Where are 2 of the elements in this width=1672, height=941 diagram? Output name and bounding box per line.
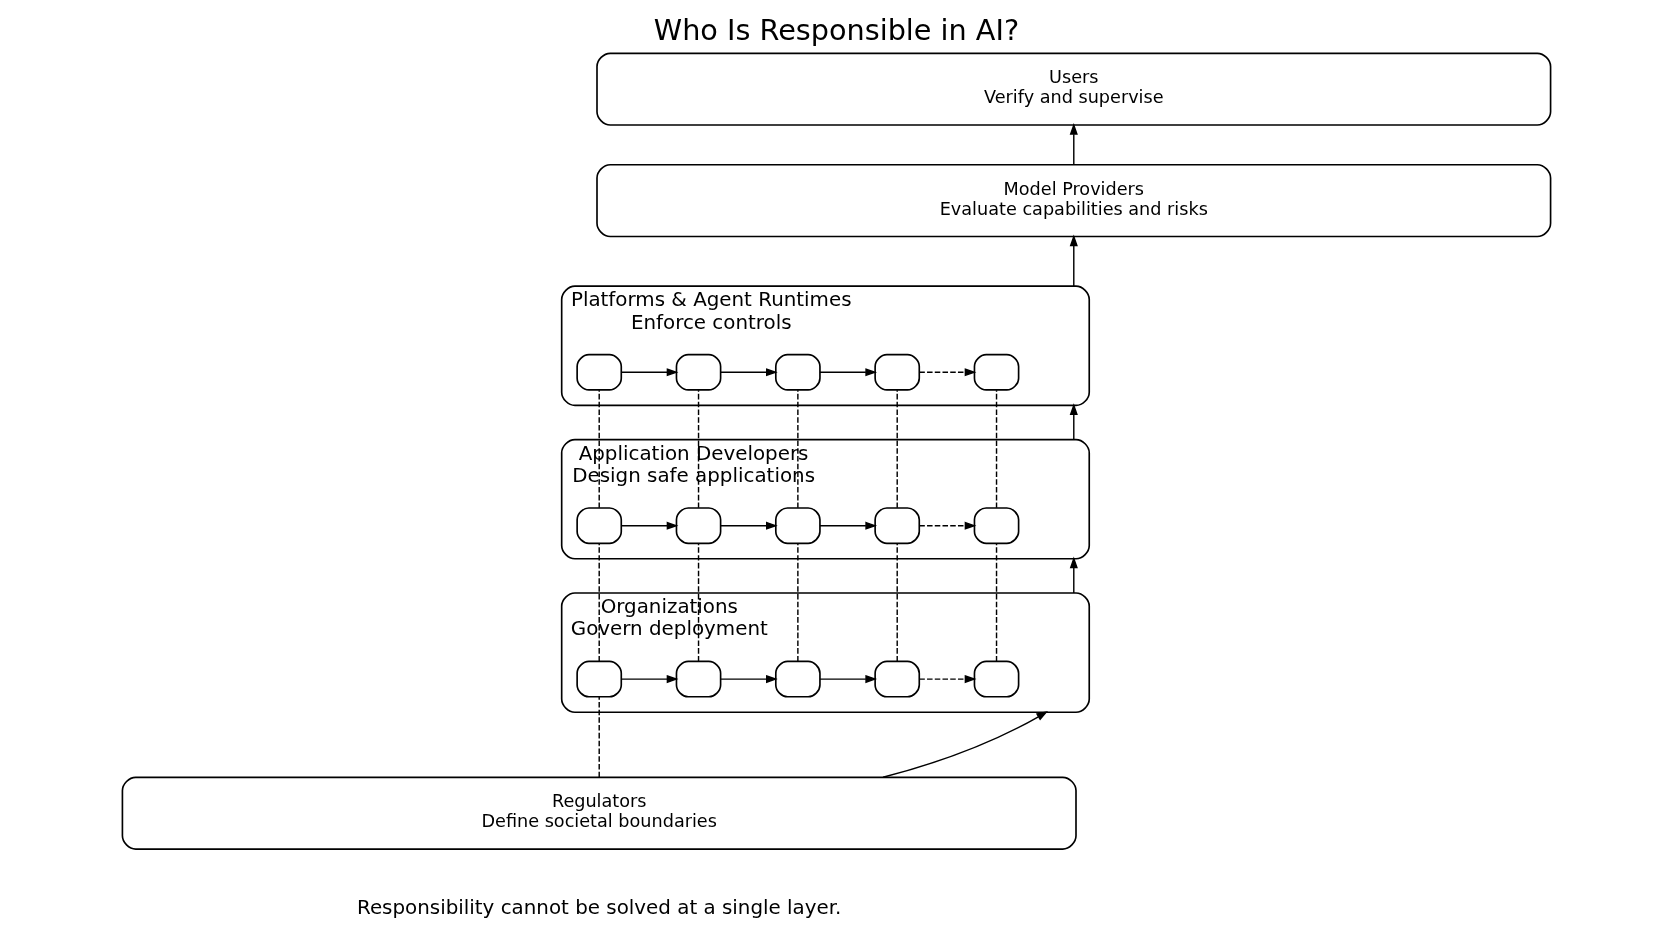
caption: Responsibility cannot be solved at a single layer. [356, 895, 841, 919]
diagram-title: Who Is Responsible in AI? [653, 12, 1019, 47]
